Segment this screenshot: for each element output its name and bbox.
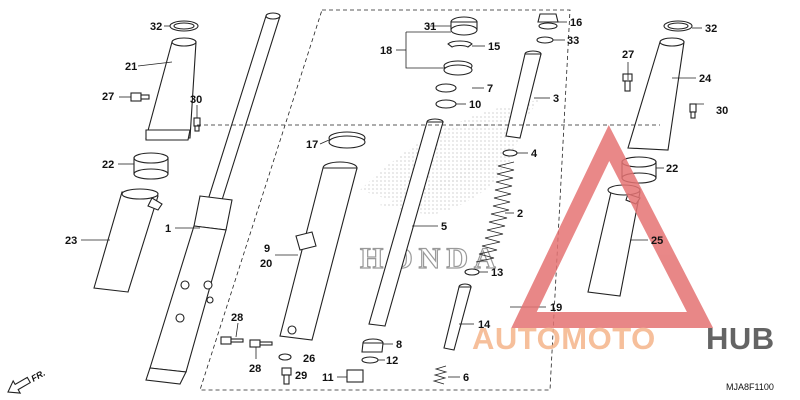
bolt-29 [281, 367, 292, 385]
front-direction-arrow: FR. [7, 368, 47, 394]
fork-slider-9-20 [279, 161, 358, 341]
watermark-triangle [511, 125, 714, 328]
fork-spring-2 [475, 161, 515, 263]
fork-cover-23 [93, 188, 163, 293]
bolt-28-bottom [249, 339, 273, 348]
callout-28-bottom: 28 [249, 363, 261, 375]
callout-23: 23 [65, 235, 77, 247]
callout-labels: 32 21 27 30 22 23 1 28 28 26 29 9 20 17 … [65, 17, 728, 384]
clip-15 [447, 40, 473, 48]
watermark-brand-right: HUB [706, 321, 775, 356]
spacer-3 [505, 50, 542, 139]
seal-7 [443, 60, 473, 76]
callout-31: 31 [424, 21, 436, 33]
callout-32-right: 32 [705, 23, 717, 35]
diagram-code: MJA8F1100 [726, 382, 774, 392]
fork-bolt-16 [537, 13, 559, 30]
fork-cover-21 [145, 37, 197, 141]
callout-26: 26 [303, 353, 315, 365]
callout-16: 16 [570, 17, 582, 29]
bolt-30-left [193, 117, 201, 132]
washer-26 [278, 353, 292, 361]
callout-22-right: 22 [666, 163, 678, 175]
callout-18: 18 [380, 45, 392, 57]
damper-rod-14 [443, 283, 472, 351]
callout-15: 15 [488, 41, 500, 53]
bolt-30-right [689, 103, 697, 119]
bolt-28-top [220, 336, 244, 345]
bush-8 [361, 338, 384, 353]
seal-cap-31 [450, 16, 478, 36]
callout-22-left: 22 [102, 159, 114, 171]
callout-19: 19 [550, 302, 562, 314]
callout-29: 29 [295, 370, 307, 382]
washer-12 [361, 356, 379, 364]
callout-14: 14 [478, 319, 491, 331]
callout-4: 4 [531, 148, 538, 160]
callout-17: 17 [306, 139, 318, 151]
bolt-27-right [622, 73, 633, 92]
spring-seat-4 [502, 149, 518, 157]
fork-cover-24 [627, 37, 685, 151]
callout-25: 25 [651, 235, 663, 247]
o-ring-33 [536, 36, 554, 44]
automotohub-watermark: AUTOMOTO HUB [472, 125, 775, 356]
callout-9: 9 [264, 243, 270, 255]
rebound-spring-6 [432, 365, 448, 385]
callout-2: 2 [517, 208, 523, 220]
callout-11: 11 [322, 372, 334, 384]
callout-13: 13 [491, 267, 503, 279]
oil-seal-17 [328, 131, 366, 149]
bolt-27-left [130, 92, 150, 102]
callout-3: 3 [553, 93, 559, 105]
callout-21: 21 [125, 61, 137, 73]
ring-13 [464, 268, 480, 276]
callout-1: 1 [165, 223, 171, 235]
watermark-brand-left: AUTOMOTO [472, 321, 656, 356]
bearing-22-left [133, 152, 169, 180]
fork-assembly-1 [145, 12, 281, 385]
callout-8: 8 [396, 339, 402, 351]
lock-piece-11 [346, 369, 364, 383]
callout-24: 24 [699, 73, 712, 85]
callout-28-top: 28 [231, 312, 243, 324]
callout-27-right: 27 [622, 49, 634, 61]
front-direction-label: FR. [29, 368, 47, 384]
callout-10: 10 [469, 99, 481, 111]
inner-tube-5 [368, 118, 444, 327]
callout-32-left: 32 [150, 21, 162, 33]
callout-30-right: 30 [716, 105, 728, 117]
callout-30-left: 30 [190, 94, 202, 106]
callout-6: 6 [463, 372, 469, 384]
callout-20: 20 [260, 258, 272, 270]
callout-5: 5 [441, 221, 447, 233]
callout-33: 33 [567, 35, 579, 47]
honda-logo-text: HONDA [360, 242, 502, 275]
callout-27-left: 27 [102, 91, 114, 103]
callout-12: 12 [386, 355, 398, 367]
bush-10 [435, 83, 457, 109]
callout-7: 7 [487, 83, 493, 95]
